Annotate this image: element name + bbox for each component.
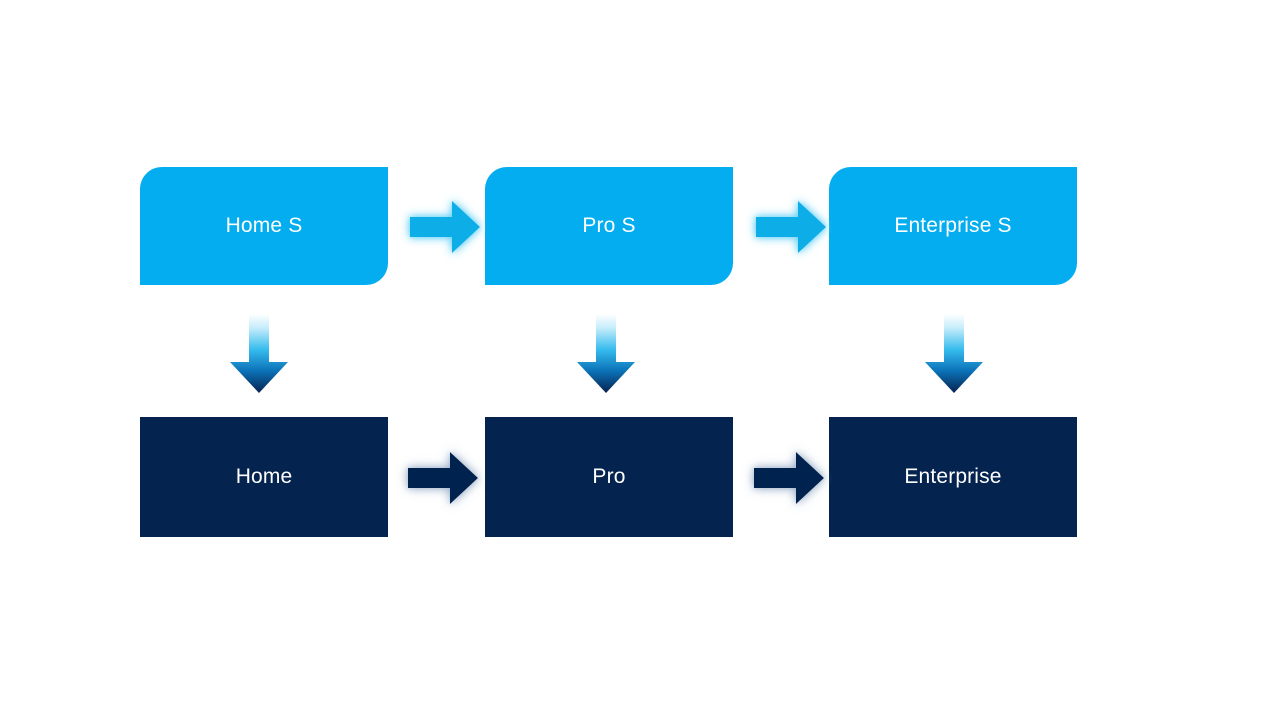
plan-node-pro-label: Pro: [592, 464, 626, 488]
service-node-pro-label: Pro S: [582, 213, 636, 237]
service-node-home[interactable]: Home S: [140, 167, 388, 285]
arrow-down-enterprise: [921, 312, 987, 396]
plan-node-home[interactable]: Home: [140, 417, 388, 537]
plan-node-home-label: Home: [235, 464, 293, 488]
arrow-down-pro: [573, 312, 639, 396]
arrow-plan-home-to-pro: [398, 443, 486, 513]
arrow-plan-pro-to-enterprise: [744, 443, 832, 513]
service-node-enterprise[interactable]: Enterprise S: [829, 167, 1077, 285]
plan-node-enterprise[interactable]: Enterprise: [829, 417, 1077, 537]
service-node-pro[interactable]: Pro S: [485, 167, 733, 285]
service-node-home-label: Home S: [225, 213, 303, 237]
plan-node-enterprise-label: Enterprise: [904, 464, 1002, 488]
arrow-down-home: [226, 312, 292, 396]
arrow-service-home-to-pro: [402, 192, 486, 262]
arrow-service-pro-to-enterprise: [748, 192, 832, 262]
service-node-enterprise-label: Enterprise S: [894, 213, 1012, 237]
plan-node-pro[interactable]: Pro: [485, 417, 733, 537]
